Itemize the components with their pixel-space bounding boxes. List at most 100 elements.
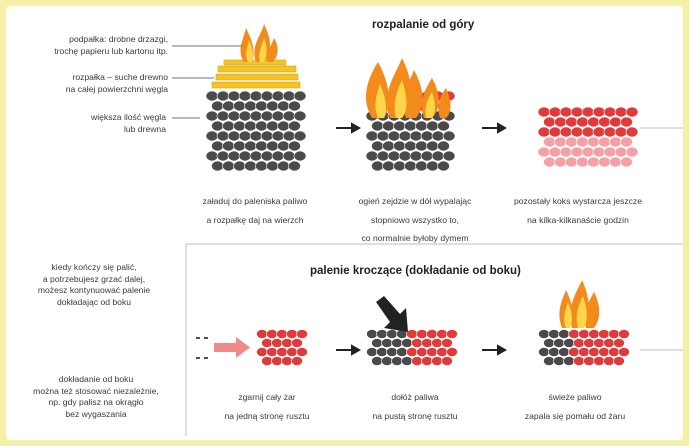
fuel-lump [212, 121, 224, 131]
fuel-lump [239, 91, 251, 101]
fuel-lump [234, 161, 246, 171]
fuel-lump [392, 357, 403, 366]
note-line: kiedy kończy się palić, [10, 262, 178, 274]
fuel-lump [267, 141, 279, 151]
fuel-lump [292, 357, 303, 366]
fuel-lump [412, 357, 423, 366]
fuel-lump [294, 91, 306, 101]
fuel-lump [217, 111, 229, 121]
fuel-lump [599, 330, 610, 339]
fuel-lump [577, 137, 589, 147]
note-line: np. gdy palisz na okrągło [10, 397, 182, 409]
caption-step1: załaduj do paleniska paliwo a rozpałkę d… [180, 196, 330, 226]
fuel-lump [278, 161, 290, 171]
fuel-lump [555, 157, 567, 167]
fuel-lump [432, 131, 444, 141]
note-continue: kiedy kończy się palić, a potrzebujesz g… [10, 262, 178, 308]
fuel-lump [571, 127, 583, 137]
fuel-lump [549, 147, 561, 157]
caption-line: zapala się pomału od żaru [500, 411, 650, 423]
fuel-lump [262, 357, 273, 366]
fuel-lump [427, 348, 438, 357]
fuel-lump [261, 151, 273, 161]
fuel-lump [267, 121, 279, 131]
fuel-lump [427, 141, 439, 151]
fuel-lump [383, 161, 395, 171]
fuel-lump [427, 330, 438, 339]
fuel-lump [437, 330, 448, 339]
side-flame-icon [559, 280, 599, 328]
fuel-lump [388, 151, 400, 161]
fuel-lump [621, 137, 633, 147]
fuel-lump [289, 121, 301, 131]
fuel-lump [571, 107, 583, 117]
fuel-lump [438, 161, 450, 171]
fresh-fuel-igniting [539, 330, 630, 366]
fuel-lump [593, 127, 605, 137]
fuel-lump [544, 137, 556, 147]
fuel-lump [272, 151, 284, 161]
fuel-lump [621, 117, 633, 127]
fuel-lump [538, 107, 550, 117]
label-fuel-line: większa ilość węgla [0, 112, 166, 124]
fuel-lump [614, 339, 625, 348]
fuel-lump [593, 147, 605, 157]
fuel-lump [267, 161, 279, 171]
fuel-lump [289, 101, 301, 111]
fuel-lump [278, 121, 290, 131]
fuel-lump [294, 151, 306, 161]
caption-line: stopniowo wszystko to, [340, 215, 490, 227]
embers-swept-aside [257, 330, 308, 366]
large-flame-icon [366, 58, 451, 118]
caption-step2: ogień zejdzie w dół wypalając stopniowo … [340, 196, 490, 245]
fuel-lump [421, 131, 433, 141]
fuel-lump [604, 127, 616, 137]
fuel-lump [388, 131, 400, 141]
fuel-lump [267, 101, 279, 111]
label-fuel: większa ilość węgla lub drewna [0, 112, 166, 135]
caption-line: pozostały koks wystarcza jeszcze [500, 196, 656, 208]
fuel-lump [283, 111, 295, 121]
fuel-lump [555, 137, 567, 147]
caption-step3: pozostały koks wystarcza jeszcze na kilk… [500, 196, 656, 226]
fuel-lump [407, 348, 418, 357]
fuel-lump [569, 348, 580, 357]
fuel-lump [382, 357, 393, 366]
fuel-lump [560, 147, 572, 157]
fuel-lump [377, 151, 389, 161]
fuel-lump [206, 131, 218, 141]
fuel-lump [579, 348, 590, 357]
fuel-lump [619, 330, 630, 339]
fuel-lump [234, 141, 246, 151]
fuel-lump [588, 117, 600, 127]
fuel-lump [256, 161, 268, 171]
fuel-lump [549, 127, 561, 137]
flow-connector-lines [186, 128, 683, 436]
fuel-lump [250, 151, 262, 161]
fuel-lump [609, 348, 620, 357]
fuel-lump [599, 117, 611, 127]
fuel-lump [582, 127, 594, 137]
fuel-lump [599, 137, 611, 147]
fuel-lump [559, 348, 570, 357]
label-firelighter-line: rozpałka – suche drewno [0, 72, 168, 84]
fuel-lump [212, 101, 224, 111]
fuel-lump [245, 161, 257, 171]
fuel-lump [594, 357, 605, 366]
fuel-lump [277, 348, 288, 357]
label-firelighter-line: na całej powierzchni węgla [0, 84, 168, 96]
fuel-lump [417, 330, 428, 339]
fuel-lump [217, 151, 229, 161]
fuel-lump [289, 161, 301, 171]
fuel-lump [539, 348, 550, 357]
fuel-lump [366, 131, 378, 141]
fuel-lump [604, 357, 615, 366]
fuel-lump [615, 147, 627, 157]
fuel-lump [402, 339, 413, 348]
fuel-lump [564, 357, 575, 366]
fuel-lump [272, 131, 284, 141]
fuel-lump [422, 339, 433, 348]
fuel-added-side [367, 330, 458, 366]
fuel-lump [569, 330, 580, 339]
caption-side-step3: świeże paliwo zapala się pomału od żaru [500, 392, 650, 422]
